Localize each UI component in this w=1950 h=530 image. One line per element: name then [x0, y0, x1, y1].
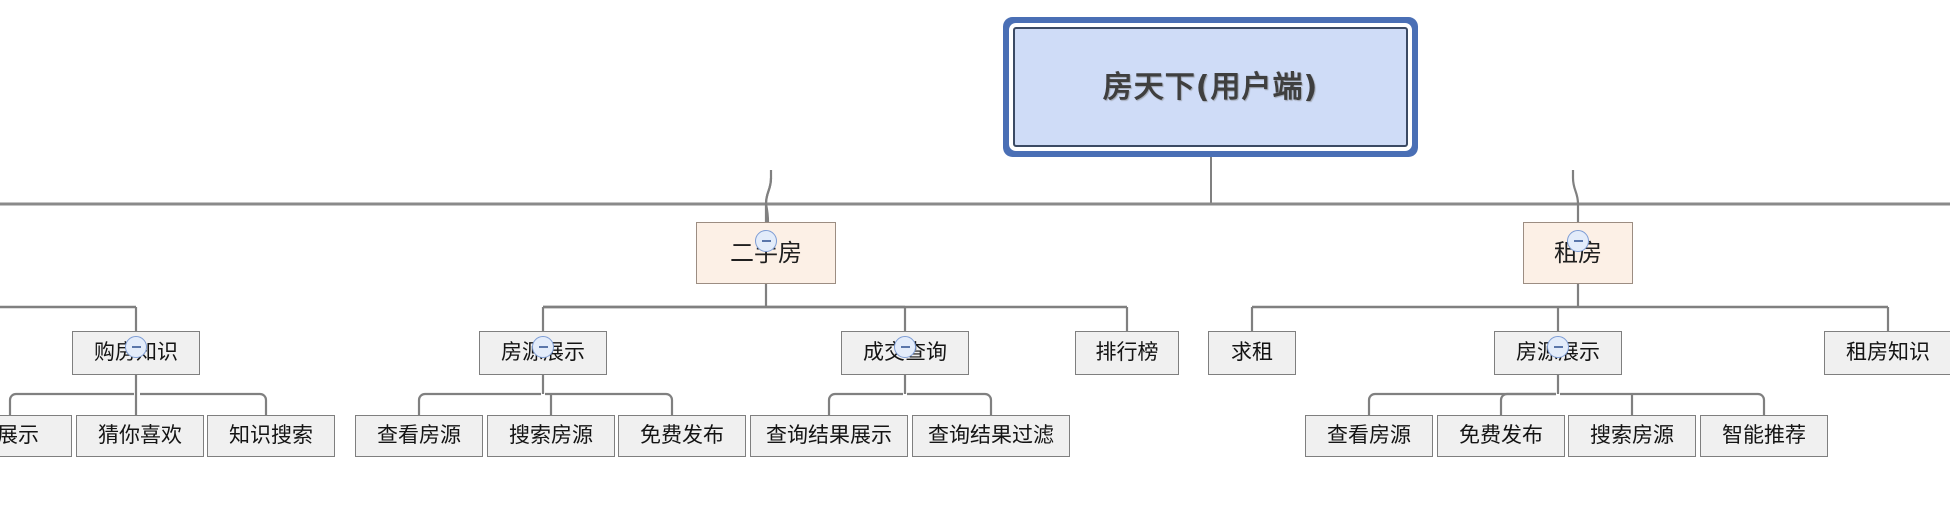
node-qiuzu[interactable]: 求租	[1208, 331, 1296, 375]
root-node-fangtianxia[interactable]: 房天下(用户端)	[1013, 27, 1408, 147]
node-label: 查询结果过滤	[928, 423, 1054, 448]
minus-glyph	[538, 346, 548, 348]
node-label: 猜你喜欢	[98, 423, 182, 448]
leaf-zhishizhanshi-clipped[interactable]: 展示	[0, 415, 72, 457]
node-label: 查看房源	[1327, 423, 1411, 448]
node-label: 排行榜	[1095, 340, 1159, 365]
leaf-cainixihuan[interactable]: 猜你喜欢	[76, 415, 204, 457]
minus-glyph	[761, 240, 771, 242]
minus-circle-icon-esf-fangyuanzhanshi[interactable]	[532, 336, 554, 358]
node-label: 免费发布	[640, 423, 724, 448]
leaf-chakanfangyuan-zf[interactable]: 查看房源	[1305, 415, 1433, 457]
node-label: 租房知识	[1846, 340, 1930, 365]
leaf-mianfeifabu-esf[interactable]: 免费发布	[618, 415, 746, 457]
minus-circle-icon-chengjiaochaxun[interactable]	[894, 336, 916, 358]
root-node-label: 房天下(用户端)	[1102, 69, 1319, 105]
minus-glyph	[1573, 240, 1583, 242]
node-label: 求租	[1231, 340, 1273, 365]
node-label: 知识搜索	[229, 423, 313, 448]
leaf-chakanfangyuan-esf[interactable]: 查看房源	[355, 415, 483, 457]
node-zufangzhishi[interactable]: 租房知识	[1824, 331, 1950, 375]
leaf-chaxunjieguozhanshi[interactable]: 查询结果展示	[750, 415, 908, 457]
node-label: 智能推荐	[1722, 423, 1806, 448]
node-label: 免费发布	[1459, 423, 1543, 448]
minus-circle-icon-zf-fangyuanzhanshi[interactable]	[1547, 336, 1569, 358]
leaf-zhishisousuo[interactable]: 知识搜索	[207, 415, 335, 457]
leaf-chaxunjieguoguolv[interactable]: 查询结果过滤	[912, 415, 1070, 457]
node-label: 查看房源	[377, 423, 461, 448]
node-label: 展示	[0, 423, 39, 448]
leaf-zhinengtuijian[interactable]: 智能推荐	[1700, 415, 1828, 457]
leaf-sousuofangyuan-zf[interactable]: 搜索房源	[1568, 415, 1696, 457]
node-paihangbang[interactable]: 排行榜	[1075, 331, 1179, 375]
leaf-sousuofangyuan-esf[interactable]: 搜索房源	[487, 415, 615, 457]
node-label: 搜索房源	[1590, 423, 1674, 448]
minus-circle-icon-ershoufang[interactable]	[755, 230, 777, 252]
leaf-mianfeifabu-zf[interactable]: 免费发布	[1437, 415, 1565, 457]
minus-glyph	[1553, 346, 1563, 348]
minus-glyph	[900, 346, 910, 348]
minus-circle-icon-zufang[interactable]	[1567, 230, 1589, 252]
minus-circle-icon-goufangzhishi[interactable]	[125, 336, 147, 358]
node-label: 搜索房源	[509, 423, 593, 448]
minus-glyph	[131, 346, 141, 348]
node-label: 查询结果展示	[766, 423, 892, 448]
